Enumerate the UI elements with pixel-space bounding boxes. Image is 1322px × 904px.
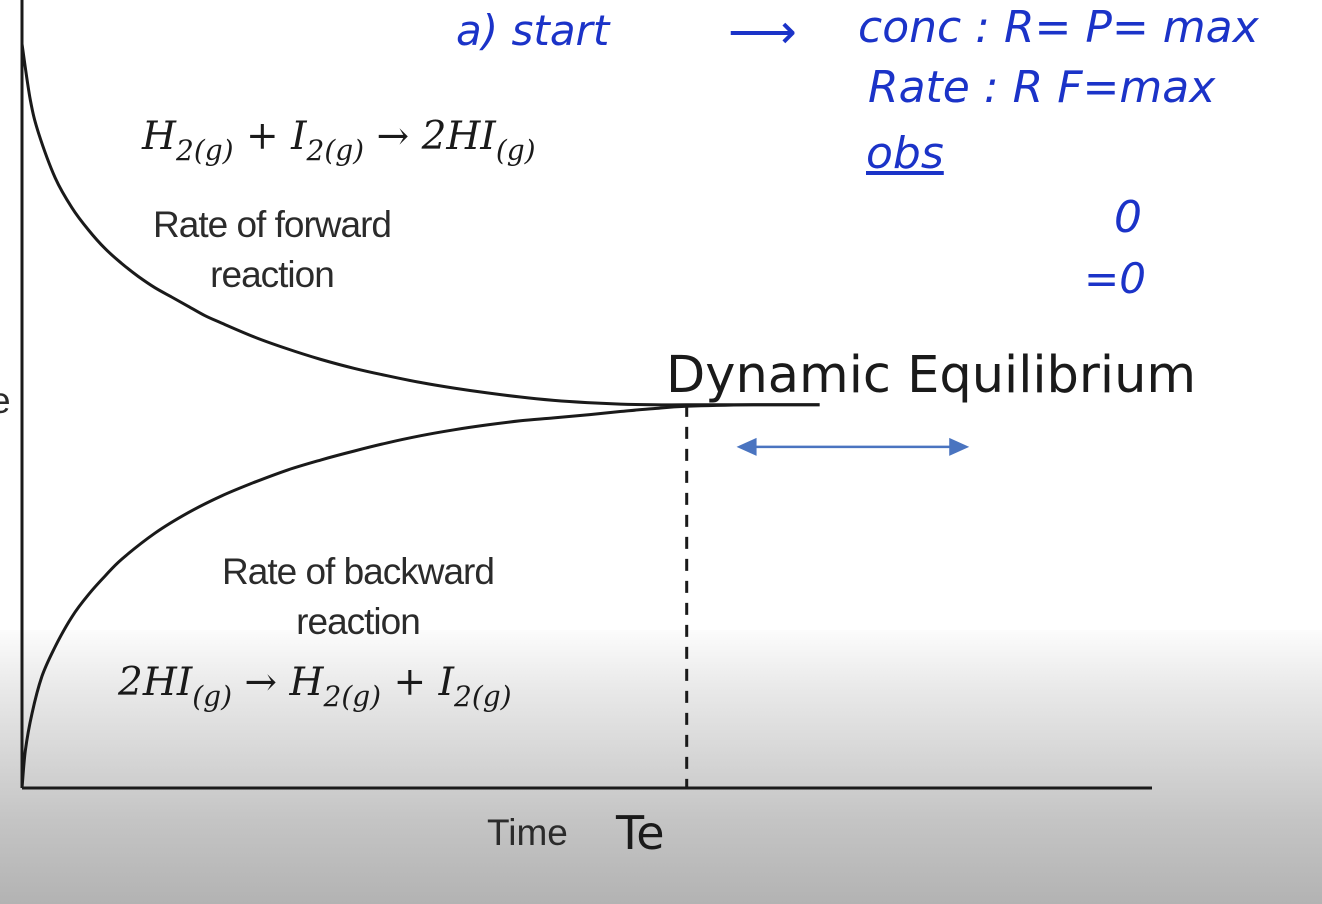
forward-equation: H2(g) + I2(g) → 2HI(g) [142,114,536,167]
equilibrium-arrow-head-right [949,437,970,456]
backward-equation: 2HI(g) → H2(g) + I2(g) [118,660,512,713]
background-top [0,0,1322,630]
equilibrium-arrow-head-left [736,437,757,456]
y-axis-label-clipped: e [0,380,11,421]
forward-rate-curve [20,43,820,407]
annotation-conc: conc : R= P= max [858,2,1259,53]
backward-reaction-label: Rate of backward reaction [222,551,495,642]
annotation-equals-zero: =0 [1084,254,1146,303]
x-axis-label: Time [487,812,568,853]
dynamic-equilibrium-label: Dynamic Equilibrium [666,346,1197,405]
dynamic-equilibrium-arrow [736,437,970,456]
annotation-obs: obs [866,128,944,179]
background-shadow [0,630,1322,904]
annotation-rate: Rate : R F=max [868,62,1216,113]
annotation-start: a) start [456,6,610,55]
annotation-zero: 0 [1114,192,1142,243]
annotation-arrow: ⟶ [728,4,797,60]
backward-rate-curve [20,403,820,789]
te-marker-label: Te [616,806,665,860]
forward-reaction-label: Rate of forward reaction [153,204,392,295]
